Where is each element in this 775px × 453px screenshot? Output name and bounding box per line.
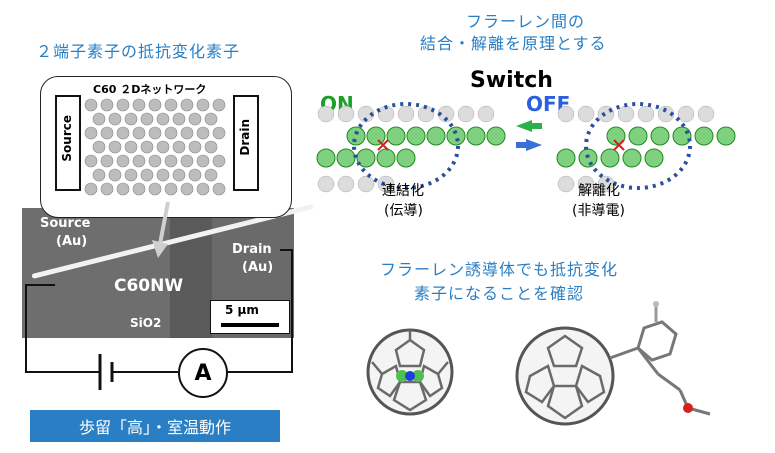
source-sub-label: (Au) (56, 234, 88, 249)
endohedral-fullerene-molecule (366, 328, 454, 416)
source-label: Source (40, 216, 91, 231)
ammeter-icon: A (178, 348, 228, 398)
switch-heading: Switch (470, 68, 553, 93)
fullerene-network (84, 98, 226, 196)
switch-title-line1: フラーレン間の (466, 12, 586, 31)
device-inset: C60 ２Dネットワーク Source Drain (40, 76, 292, 218)
switch-diagram (316, 102, 736, 193)
zoom-arrow (152, 201, 170, 258)
on-caption-line1: 連結化 (382, 183, 424, 199)
source-electrode-label: Source (60, 115, 74, 162)
drain-electrode: Drain (233, 95, 259, 191)
fullerene-derivative-molecule (515, 301, 711, 426)
off-caption-line2: (非導電) (572, 203, 625, 219)
scalebar: 5 μm (210, 300, 290, 334)
derivative-line1: フラーレン誘導体でも抵抗変化 (380, 260, 619, 279)
left-title: ２端子素子の抵抗変化素子 (36, 42, 241, 61)
scalebar-line (221, 323, 279, 327)
scalebar-text: 5 μm (225, 303, 259, 317)
nanowire-label: C60NW (114, 276, 184, 296)
drain-sub-label: (Au) (242, 260, 274, 275)
inset-title: C60 ２Dネットワーク (93, 83, 207, 96)
drain-label: Drain (232, 242, 272, 257)
derivative-line2: 素子になることを確認 (414, 284, 585, 303)
drain-electrode-label: Drain (238, 119, 252, 156)
yield-banner: 歩留「高」・室温動作 (30, 410, 280, 442)
substrate-label: SiO2 (130, 316, 162, 330)
on-caption-line2: (伝導) (384, 203, 423, 219)
off-caption-line1: 解離化 (578, 183, 620, 199)
source-electrode: Source (55, 95, 81, 191)
switch-title-line2: 結合・解離を原理とする (420, 34, 607, 53)
